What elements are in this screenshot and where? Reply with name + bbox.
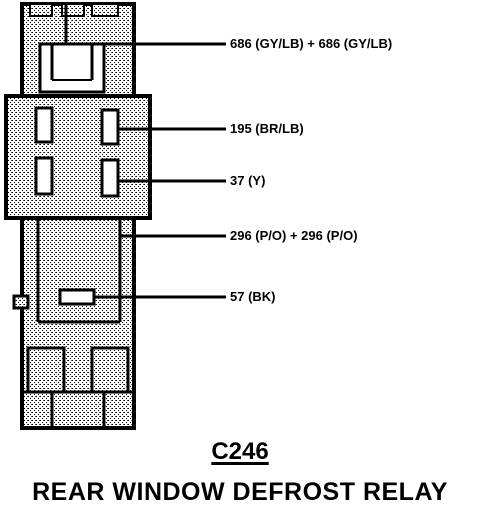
wire-label-57: 57 (BK)	[230, 289, 276, 304]
connector-id: C246	[211, 438, 269, 465]
wire-label-296: 296 (P/O) + 296 (P/O)	[230, 228, 358, 243]
wire-label-686: 686 (GY/LB) + 686 (GY/LB)	[230, 36, 393, 51]
leader-lines	[94, 42, 226, 299]
relay-base	[4, 94, 152, 220]
relay-top-body	[20, 2, 136, 98]
wire-label-195: 195 (BR/LB)	[230, 121, 304, 136]
component-name: REAR WINDOW DEFROST RELAY	[32, 478, 448, 506]
connector-body	[12, 216, 136, 430]
wire-label-37: 37 (Y)	[230, 173, 266, 188]
